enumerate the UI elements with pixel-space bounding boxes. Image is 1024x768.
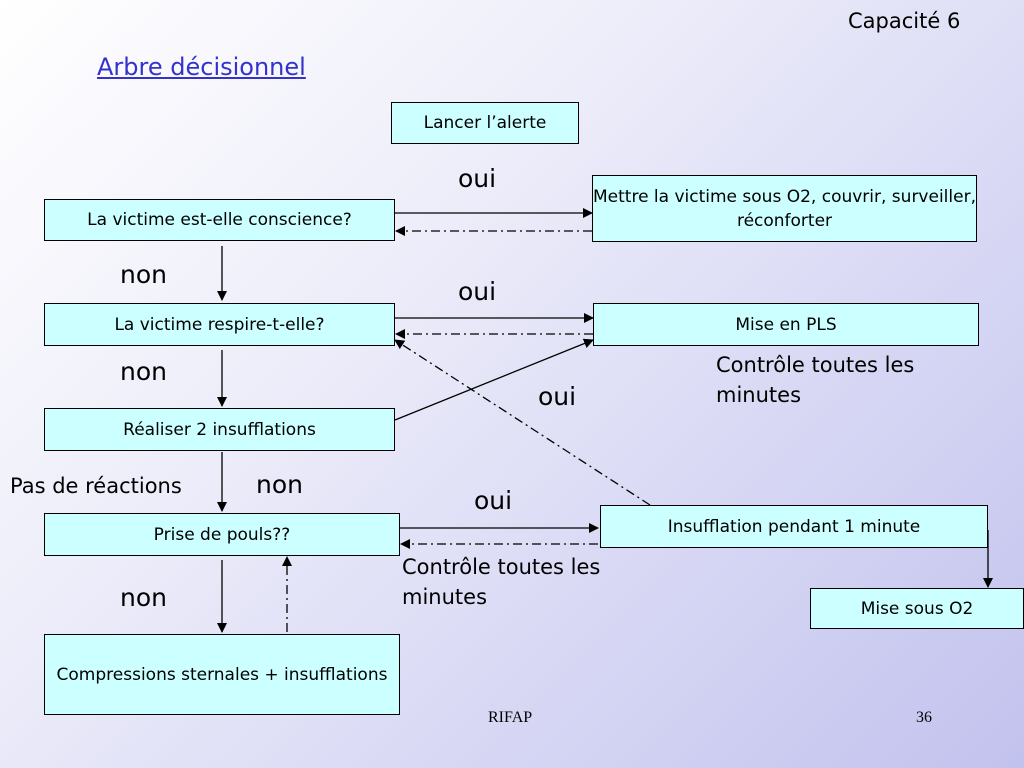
slide-title[interactable]: Arbre décisionnel [97, 53, 306, 81]
note-controle-insufflation: Contrôle toutes les minutes [402, 555, 601, 609]
box-compressions: Compressions sternales + insufflations [44, 634, 400, 715]
corner-title: Capacité 6 [848, 9, 961, 33]
box-mettre-o2-couvrir: Mettre la victime sous O2, couvrir, surv… [592, 175, 977, 242]
box-2-insufflations: Réaliser 2 insufflations [44, 408, 395, 451]
label-non-conscience: non [120, 260, 167, 289]
box-mise-sous-o2: Mise sous O2 [810, 588, 1024, 629]
label-oui-conscience: oui [458, 164, 497, 193]
arrow-insufflations-to-pls [394, 338, 594, 421]
label-oui-respire: oui [458, 277, 497, 306]
label-non-insufflations: non [256, 470, 303, 499]
box-conscience: La victime est-elle conscience? [44, 199, 395, 241]
note-controle-pls: Contrôle toutes les minutes [716, 353, 915, 407]
box-insufflation-minute: Insufflation pendant 1 minute [600, 505, 988, 548]
label-oui-pouls: oui [474, 486, 513, 515]
box-respire: La victime respire-t-elle? [44, 303, 395, 346]
label-pas-de-reactions: Pas de réactions [10, 474, 182, 498]
label-non-pouls: non [120, 583, 167, 612]
footer-rifap: RIFAP [488, 709, 533, 726]
box-mise-pls: Mise en PLS [593, 303, 979, 346]
box-prise-pouls: Prise de pouls?? [44, 513, 400, 556]
page-number: 36 [916, 709, 932, 726]
label-non-respire: non [120, 357, 167, 386]
arrow-insuff-minute-to-respire [394, 339, 651, 506]
box-lancer-alerte: Lancer l’alerte [391, 102, 579, 144]
label-oui-insufflations: oui [538, 382, 577, 411]
